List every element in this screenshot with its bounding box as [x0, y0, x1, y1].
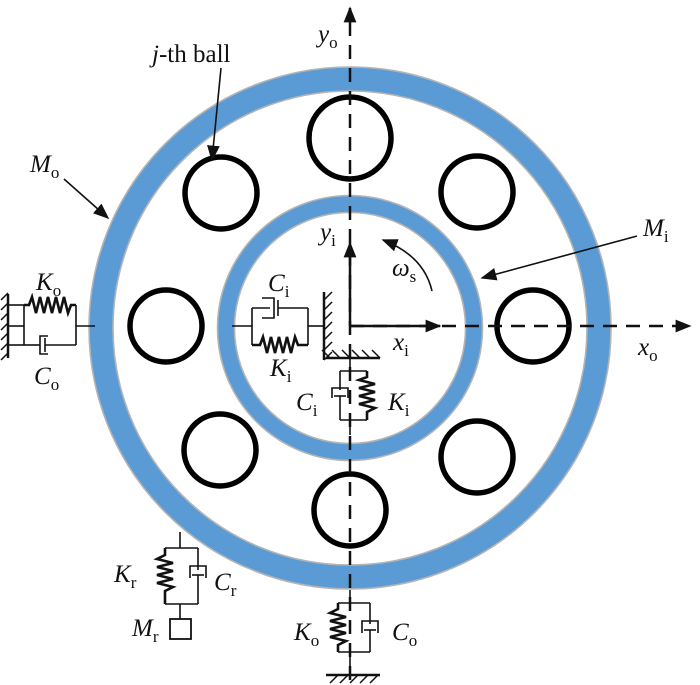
bottom-outer-support	[326, 590, 380, 684]
inner-vertical-support	[321, 349, 381, 435]
mi-pointer	[480, 235, 638, 281]
rolling-balls	[127, 94, 572, 549]
label-ki-bottom: Ki	[387, 389, 410, 420]
ball-top-right	[438, 153, 516, 231]
label-ko-bottom: Ko	[293, 619, 319, 650]
rotation-arrow	[381, 239, 433, 292]
label-yo: yo	[315, 21, 338, 52]
label-yi: yi	[317, 219, 336, 250]
label-ci-top: Ci	[268, 270, 290, 301]
label-cr: Cr	[214, 569, 237, 600]
label-mr: Mr	[131, 615, 159, 646]
ball-top-left	[182, 154, 260, 232]
label-jth-ball: j-th ball	[149, 41, 231, 68]
label-mo: Mo	[29, 151, 59, 182]
label-ci-bottom: Ci	[296, 389, 318, 420]
left-outer-support	[0, 292, 95, 361]
ball-bottom-left	[181, 411, 259, 489]
label-kr: Kr	[113, 561, 137, 592]
label-co-bottom: Co	[392, 619, 417, 650]
label-xi: xi	[392, 329, 409, 360]
label-mi: Mi	[642, 215, 669, 246]
ball-left	[127, 287, 205, 365]
label-omega-s: ωs	[392, 255, 416, 286]
jth-ball-pointer	[207, 67, 222, 162]
rack-support	[153, 532, 207, 640]
label-xo: xo	[637, 334, 658, 365]
inner-horizontal-support	[232, 291, 333, 361]
mo-pointer	[63, 178, 110, 220]
label-ki-top: Ki	[269, 355, 292, 386]
label-ko-left: Ko	[35, 269, 61, 300]
ball-bottom-right	[438, 418, 516, 496]
label-co-left: Co	[34, 363, 59, 394]
inner-axes	[343, 241, 442, 333]
